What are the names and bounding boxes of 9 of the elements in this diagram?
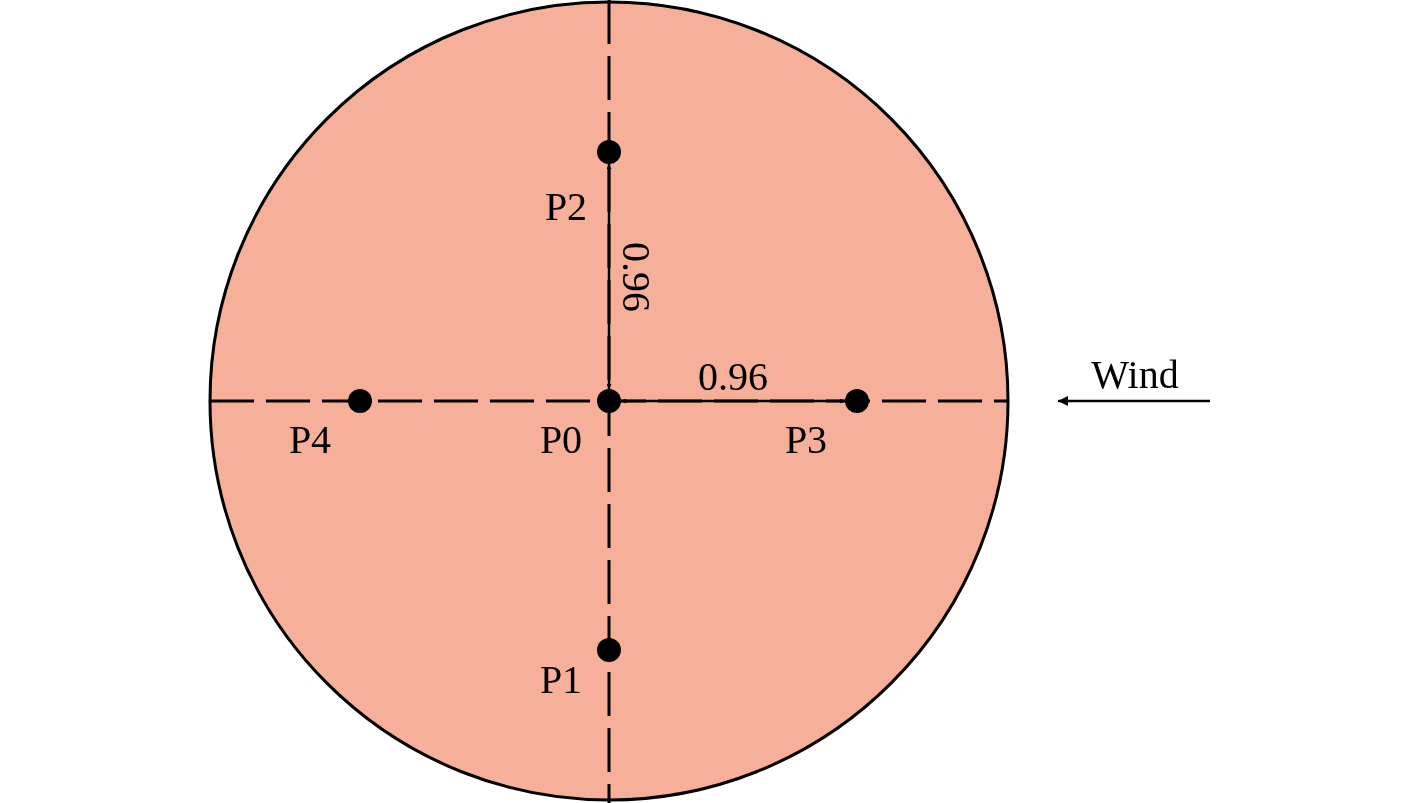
point-label: P4	[288, 420, 332, 460]
dimension-label: 0.96	[616, 242, 656, 312]
wind-label: Wind	[1091, 355, 1179, 395]
point-label: P3	[784, 420, 828, 460]
point-label: P1	[539, 660, 583, 700]
dimension-label: 0.96	[698, 357, 768, 397]
point-label: P0	[539, 420, 583, 460]
point-label: P2	[544, 187, 588, 227]
disk-shape	[208, 0, 1010, 802]
